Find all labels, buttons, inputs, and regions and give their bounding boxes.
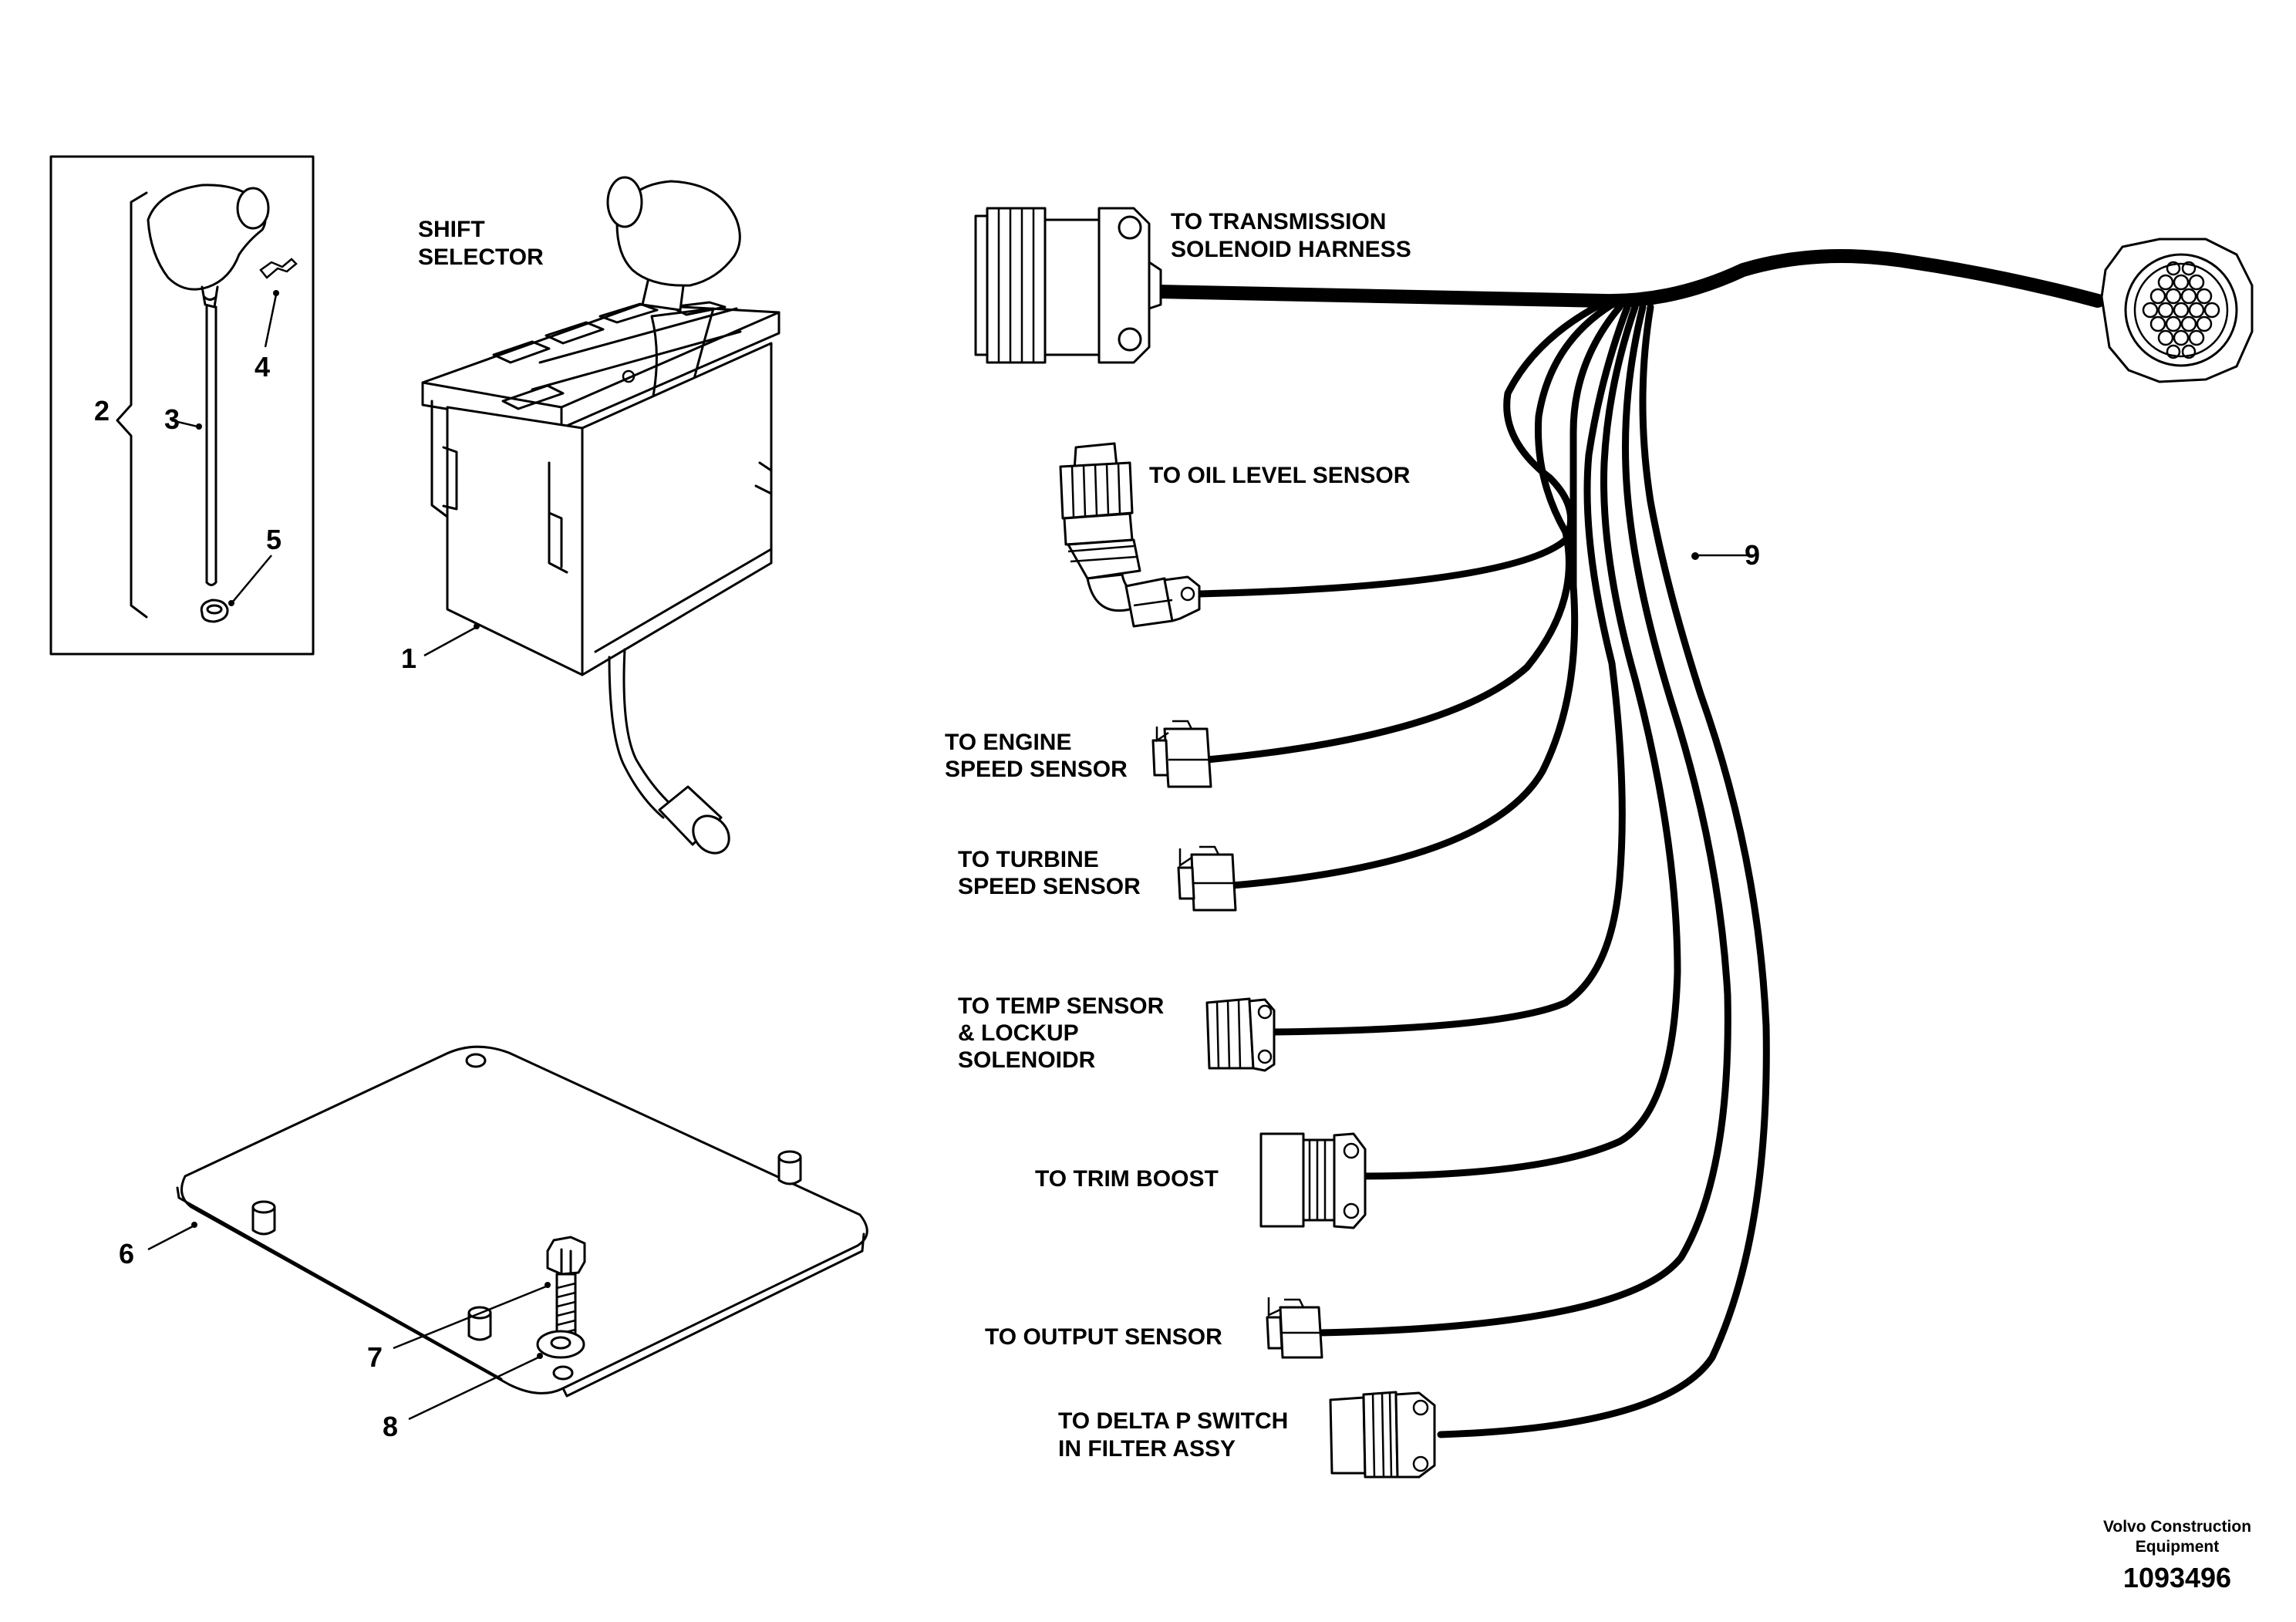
connector-pins — [2142, 261, 2220, 359]
standoff-left — [251, 1200, 276, 1236]
shift-rod — [205, 305, 217, 586]
inset-frame — [49, 155, 315, 656]
harness-trunk — [1150, 249, 2105, 309]
branch-oil-level — [1195, 301, 1604, 598]
turbine-speed-sensor-connector — [1177, 845, 1237, 912]
branch-delta-p — [1437, 303, 1770, 1438]
temp-sensor-connector — [1205, 997, 1276, 1072]
leader-3 — [170, 419, 198, 428]
callout-4: 4 — [255, 351, 270, 383]
trim-boost-connector — [1259, 1132, 1367, 1229]
wiring-harness — [974, 207, 2254, 1479]
label-transmission-solenoid: TO TRANSMISSION SOLENOID HARNESS — [1171, 209, 1411, 262]
output-sensor-connector — [1266, 1297, 1323, 1359]
mounting-plate-assembly — [147, 1045, 868, 1421]
washer — [536, 1330, 585, 1359]
leader-7 — [393, 1285, 547, 1350]
branch-turbine-speed — [1229, 303, 1623, 889]
leader-1 — [423, 626, 476, 657]
engine-speed-sensor-connector — [1151, 720, 1212, 788]
label-temp-sensor: TO TEMP SENSOR & LOCKUP SOLENOIDR — [958, 993, 1171, 1073]
label-engine-speed-sensor: TO ENGINE SPEED SENSOR — [945, 730, 1128, 782]
label-turbine-speed-sensor: TO TURBINE SPEED SENSOR — [958, 847, 1141, 899]
standoff-right — [777, 1150, 802, 1185]
selector-knob — [615, 180, 741, 287]
callout-6: 6 — [119, 1238, 134, 1270]
callout-5: 5 — [266, 524, 282, 555]
footer-company-line1: Volvo Construction — [2103, 1518, 2251, 1536]
shift-selector — [421, 176, 781, 855]
mounting-plate — [180, 1045, 868, 1394]
footer-company-line2: Equipment — [2136, 1538, 2220, 1556]
branch-engine-speed — [1203, 301, 1616, 764]
branch-output-sensor — [1315, 303, 1731, 1337]
transmission-solenoid-connector — [974, 207, 1162, 364]
oil-level-sensor-connector — [1059, 442, 1201, 628]
standoff-bottom — [467, 1306, 492, 1341]
callout-9: 9 — [1745, 539, 1760, 571]
plate-hole-top — [465, 1053, 487, 1068]
spring-clip — [259, 258, 298, 279]
label-output-sensor: TO OUTPUT SENSOR — [985, 1324, 1222, 1350]
label-oil-level-sensor: TO OIL LEVEL SENSOR — [1149, 463, 1411, 488]
callout-1: 1 — [401, 642, 416, 674]
delta-p-switch-connector — [1329, 1391, 1436, 1479]
selector-housing-front — [581, 342, 773, 676]
callout-8: 8 — [383, 1411, 398, 1442]
label-delta-p-switch: TO DELTA P SWITCH IN FILTER ASSY — [1058, 1408, 1295, 1462]
callout-7: 7 — [367, 1341, 383, 1373]
knob-nut — [200, 599, 229, 623]
footer-doc-number: 1093496 — [2123, 1562, 2231, 1593]
selector-cable — [608, 656, 665, 819]
leader-6 — [147, 1225, 194, 1251]
callout-2: 2 — [94, 395, 110, 427]
callout-3: 3 — [164, 403, 180, 435]
label-trim-boost: TO TRIM BOOST — [1035, 1166, 1219, 1192]
knob-assembly-inset — [49, 155, 315, 656]
leader-4 — [264, 294, 278, 348]
main-round-connector — [2100, 238, 2254, 383]
branch-temp-sensor — [1269, 303, 1631, 1036]
selector-plug — [658, 785, 730, 855]
branch-trim-boost — [1354, 303, 1681, 1180]
bracket-item-2 — [116, 191, 148, 619]
bolt — [546, 1236, 586, 1340]
leader-5 — [232, 555, 272, 602]
leader-8 — [408, 1356, 539, 1421]
shift-knob — [147, 184, 270, 309]
plate-hole-bottom — [552, 1365, 574, 1381]
label-shift-selector: SHIFT SELECTOR — [418, 217, 544, 270]
